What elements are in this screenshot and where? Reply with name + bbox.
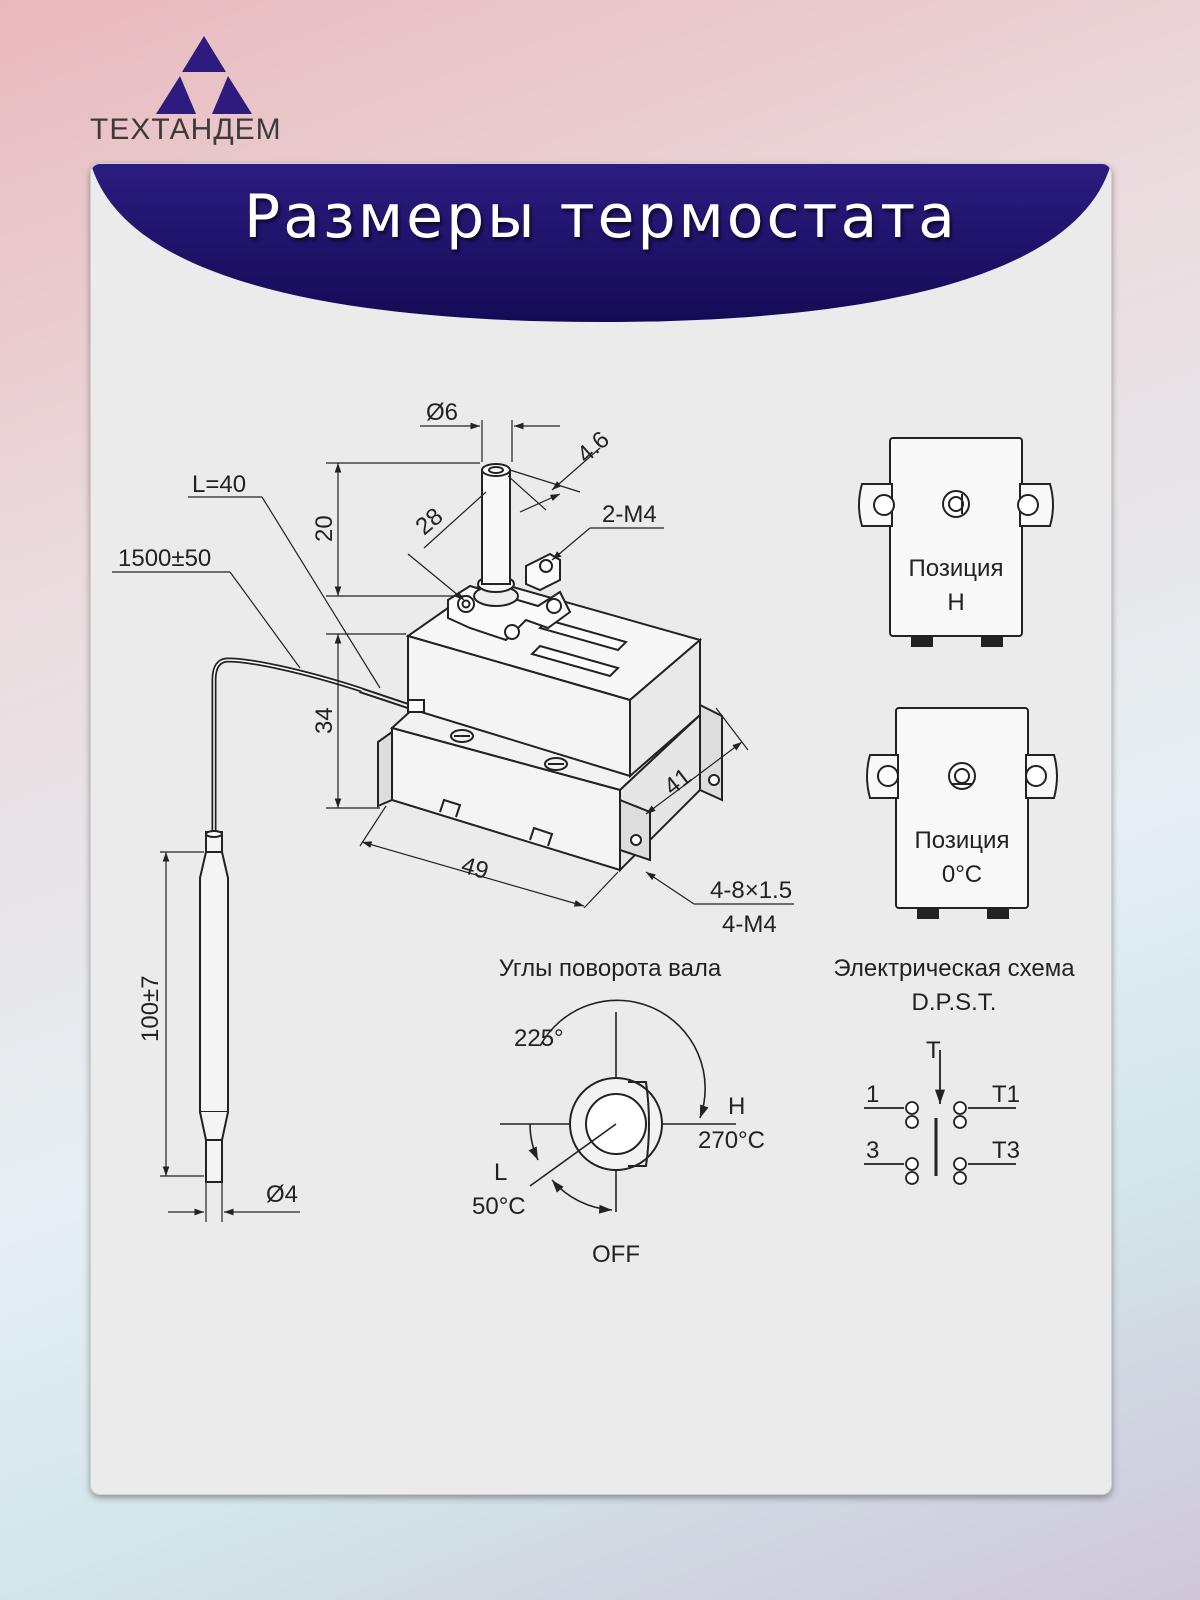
dim-capillary: 1500±50 <box>118 545 211 572</box>
rotation-angle-total: 225° <box>514 1025 564 1052</box>
schematic-t1: T1 <box>992 1081 1020 1108</box>
brand-logo-icon <box>156 36 252 114</box>
position-zero-label: Позиция <box>915 827 1010 854</box>
dim-bulb-diameter: Ø4 <box>266 1181 298 1208</box>
dim-mount-slot: 4-8×1.5 <box>710 877 792 904</box>
rotation-l-temp: 50°C <box>472 1193 526 1220</box>
dim-top-holes: 2-M4 <box>602 501 657 528</box>
position-zero-view <box>866 707 1058 919</box>
schematic-t3: T3 <box>992 1137 1020 1164</box>
schematic-heading: Электрическая схема <box>833 955 1075 982</box>
rotation-l-label: L <box>494 1159 507 1186</box>
dim-body-height: 34 <box>311 707 338 734</box>
position-h-view <box>858 437 1054 647</box>
position-zero-value: 0°C <box>942 861 982 888</box>
rotation-h-label: H <box>728 1093 745 1120</box>
dim-shaft-offset: 28 <box>411 503 449 541</box>
schematic-pin1: 1 <box>866 1081 879 1108</box>
dim-tube-length: L=40 <box>192 471 246 498</box>
position-h-label: Позиция <box>909 555 1004 582</box>
dim-mount-thread: 4-M4 <box>722 911 777 938</box>
dim-width: 49 <box>458 852 491 885</box>
dim-shaft-diameter: Ø6 <box>426 399 458 426</box>
rotation-off: OFF <box>592 1241 640 1268</box>
capillary-and-bulb <box>199 657 363 1183</box>
rotation-heading: Углы поворота вала <box>499 955 722 982</box>
schematic-pin3: 3 <box>866 1137 879 1164</box>
schematic-t: T <box>926 1037 941 1064</box>
schematic-type: D.P.S.T. <box>912 989 997 1016</box>
brand-name: ТЕХТАНДЕМ <box>90 113 282 146</box>
dimension-lines <box>112 420 794 1222</box>
rotation-diagram <box>500 999 736 1214</box>
dim-flat: 4.6 <box>572 426 615 468</box>
page-title: Размеры термостата <box>244 182 958 252</box>
dim-shaft-height: 20 <box>311 515 338 542</box>
dim-bulb-length: 100±7 <box>137 975 164 1042</box>
title-banner <box>91 164 1111 322</box>
rotation-h-temp: 270°C <box>698 1127 765 1154</box>
position-h-value: H <box>947 589 964 616</box>
dpst-schematic <box>864 1050 1016 1185</box>
